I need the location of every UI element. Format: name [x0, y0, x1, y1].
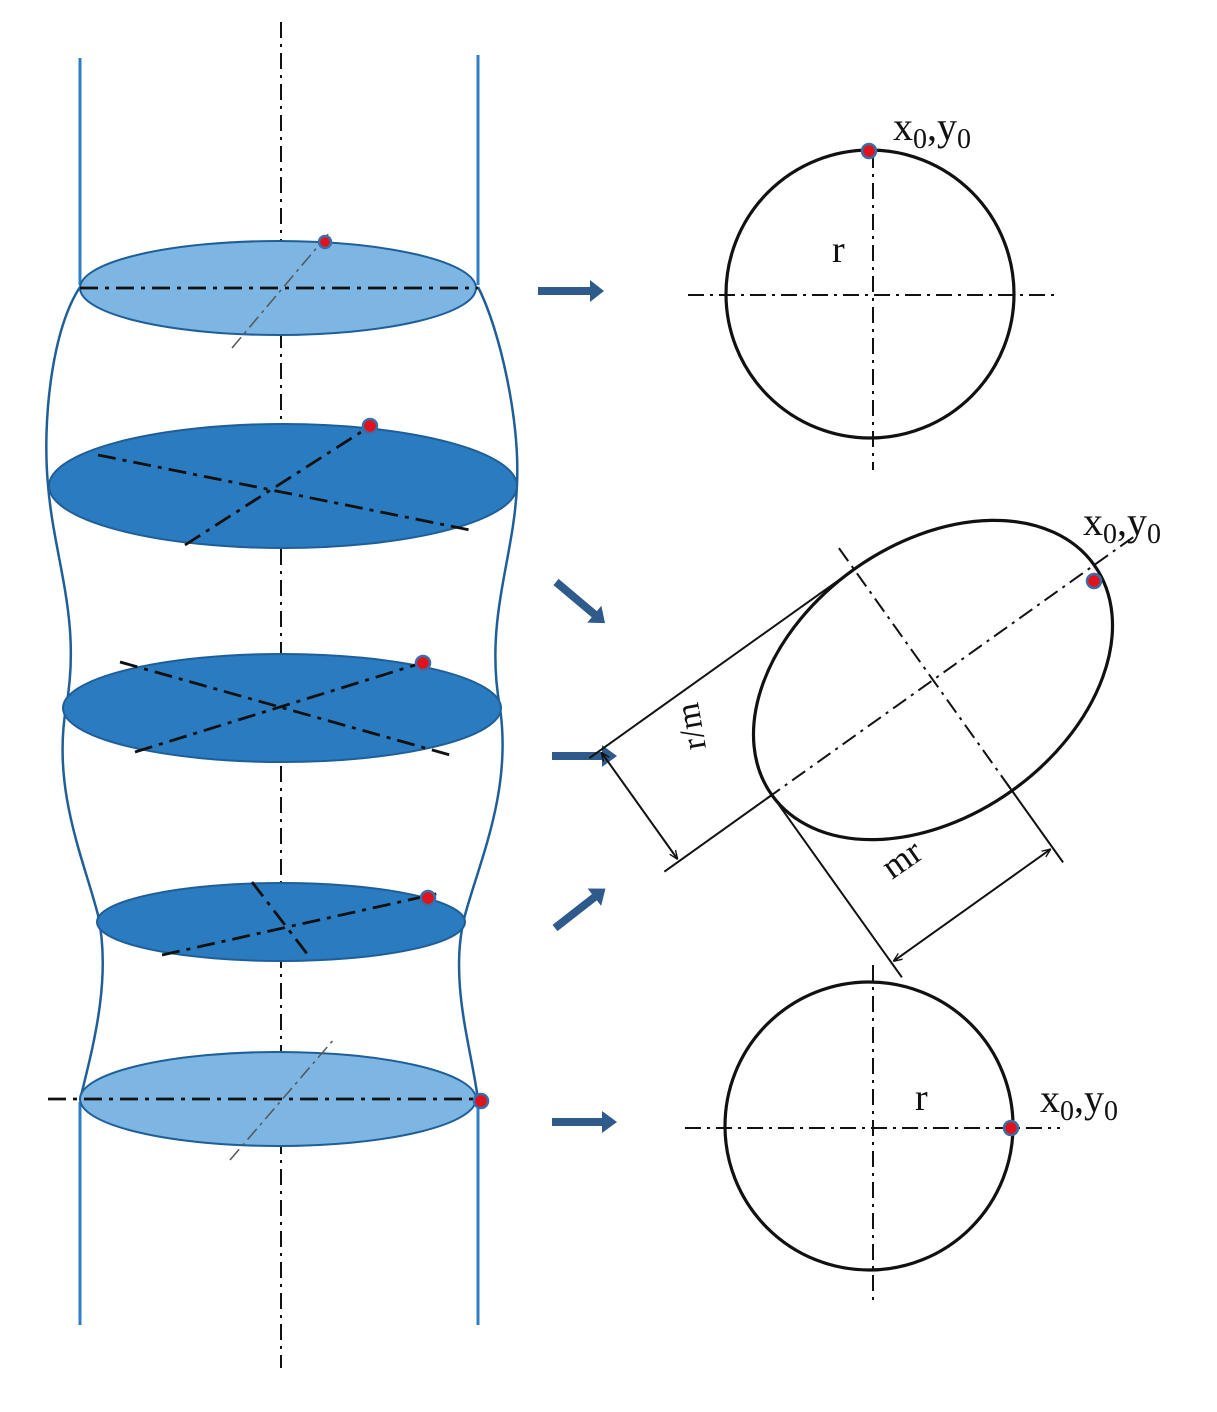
- cross-section-top-point-label: x0,y0: [893, 104, 971, 155]
- mapping-arrows: [538, 280, 617, 1133]
- cross-section-top-radius-label: r: [832, 229, 845, 271]
- cross-section-top-point: [860, 142, 878, 160]
- section-2: [48, 417, 518, 549]
- ovalised-tangent-line: [588, 568, 855, 759]
- cross-section-top: r x0,y0: [688, 104, 1060, 470]
- section-2-axis-b: [184, 423, 373, 547]
- section-top-end-point: [317, 234, 333, 250]
- section-4: [96, 881, 466, 962]
- section-2-axis-a: [97, 453, 471, 532]
- ovalised-minor-axis: [838, 547, 1016, 795]
- section-2-disc: [48, 423, 518, 549]
- section-bottom-end-point: [472, 1092, 490, 1110]
- section-3: [62, 653, 502, 763]
- cross-section-bottom-point: [1002, 1119, 1020, 1137]
- arrow-bottom: [552, 1111, 617, 1133]
- section-top-end: [79, 231, 478, 349]
- minor-axis-label: r/m: [669, 700, 714, 753]
- cross-section-bottom-circle: [723, 980, 1015, 1272]
- ovalised-minor-extension: [663, 794, 773, 873]
- pipe-illustration: [45, 22, 519, 1368]
- dimension-minor: [602, 753, 677, 859]
- arrow-mid-lower: [552, 888, 606, 932]
- cross-section-bottom-point-label: x0,y0: [1040, 1076, 1118, 1127]
- section-3-point: [414, 654, 432, 672]
- ovalised-point-label: x0,y0: [1083, 499, 1161, 550]
- ovalised-point: [1085, 572, 1103, 590]
- cross-section-bottom-radius-label: r: [915, 1077, 928, 1119]
- arrow-mid: [552, 745, 617, 767]
- cross-section-bottom: r x0,y0: [685, 965, 1118, 1303]
- section-4-point: [419, 889, 437, 907]
- arrow-top: [538, 280, 604, 302]
- section-3-axis-b: [134, 660, 426, 754]
- section-3-disc: [62, 653, 502, 763]
- section-top-end-axis-diag: [231, 231, 331, 349]
- dimension-major: [894, 849, 1050, 960]
- section-2-point: [361, 417, 379, 435]
- ovalised-side-extension: [770, 794, 903, 978]
- section-bottom-end: [48, 1037, 490, 1161]
- section-4-axis-b: [250, 881, 310, 956]
- arrow-mid-upper: [553, 578, 606, 624]
- section-3-axis-a: [119, 660, 451, 757]
- ovalised-right-extension: [1006, 783, 1064, 863]
- ovalised-major-axis: [766, 534, 1138, 800]
- cross-section-ovalised: x0,y0 r/m mr: [588, 499, 1161, 978]
- section-4-axis-a: [161, 891, 441, 957]
